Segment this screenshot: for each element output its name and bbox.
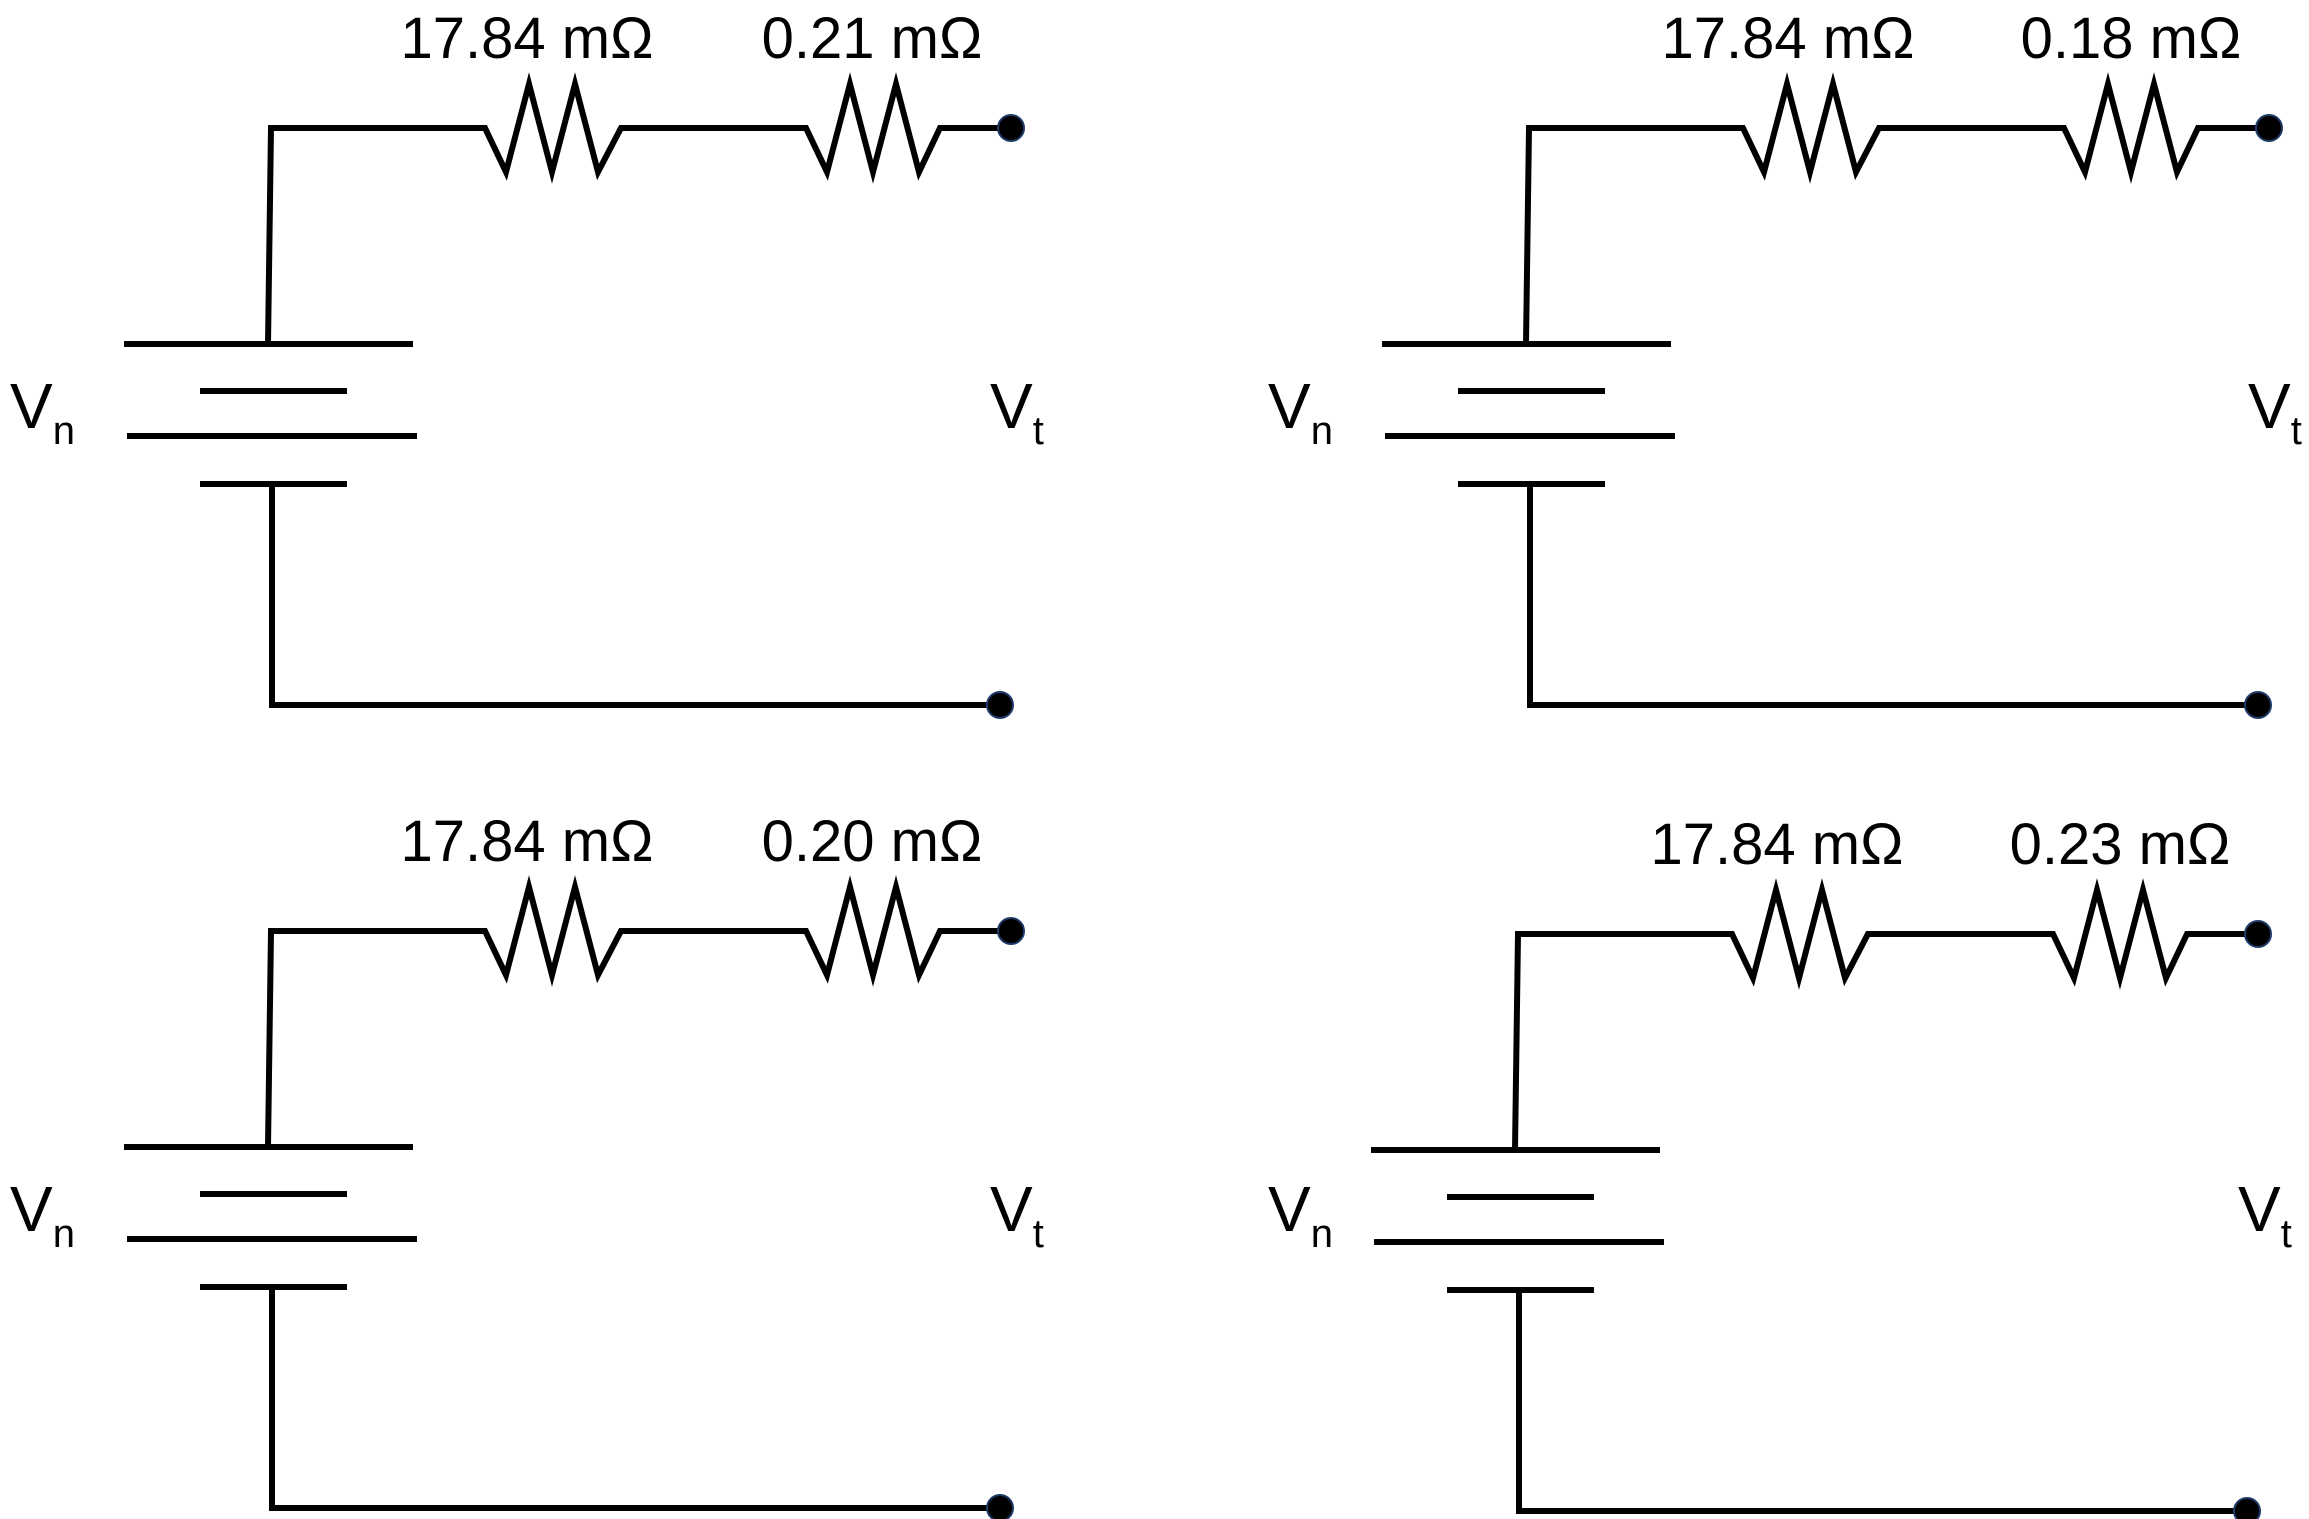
terminal-voltage-label: Vt — [2238, 1173, 2292, 1256]
terminal-voltage-label: Vt — [990, 370, 1044, 453]
top-wire — [265, 875, 1009, 1148]
terminal-voltage-symbol: V — [990, 1173, 1033, 1245]
top-wire — [265, 72, 1009, 345]
resistor-1-label: 17.84 mΩ — [401, 6, 654, 71]
terminal-voltage-label: Vt — [990, 1173, 1044, 1256]
source-voltage-subscript: n — [1311, 409, 1333, 453]
source-voltage-label: Vn — [1268, 1173, 1333, 1256]
source-voltage-subscript: n — [53, 409, 75, 453]
resistor-1-label: 17.84 mΩ — [1662, 6, 1915, 71]
terminal-positive — [2244, 920, 2272, 948]
terminal-voltage-label: Vt — [2248, 370, 2302, 453]
source-voltage-symbol: V — [1268, 370, 1311, 442]
terminal-voltage-subscript: t — [1033, 1212, 1044, 1256]
bottom-wire — [1516, 1290, 2247, 1514]
resistor-2-label: 0.21 mΩ — [762, 6, 983, 71]
circuit-2: 17.84 mΩ 0.18 mΩ Vn Vt — [1268, 6, 2302, 719]
bottom-wire — [1527, 484, 2258, 708]
bottom-wire — [269, 1287, 1000, 1511]
terminal-negative — [2244, 691, 2272, 719]
circuit-3: 17.84 mΩ 0.20 mΩ Vn Vt — [10, 809, 1044, 1519]
top-wire — [1512, 878, 2256, 1151]
resistor-2-label: 0.23 mΩ — [2010, 812, 2231, 877]
terminal-negative — [986, 691, 1014, 719]
terminal-voltage-subscript: t — [1033, 409, 1044, 453]
source-voltage-subscript: n — [1311, 1212, 1333, 1256]
circuit-1: 17.84 mΩ 0.21 mΩ Vn Vt — [10, 6, 1044, 719]
resistor-1-label: 17.84 mΩ — [1651, 812, 1904, 877]
source-voltage-label: Vn — [10, 370, 75, 453]
terminal-positive — [2255, 114, 2283, 142]
terminal-positive — [997, 114, 1025, 142]
terminal-positive — [997, 917, 1025, 945]
source-voltage-symbol: V — [10, 1173, 53, 1245]
circuit-4: 17.84 mΩ 0.23 mΩ Vn Vt — [1268, 812, 2292, 1519]
terminal-voltage-symbol: V — [2238, 1173, 2281, 1245]
bottom-wire — [269, 484, 1000, 708]
terminal-voltage-subscript: t — [2291, 409, 2302, 453]
terminal-negative — [986, 1494, 1014, 1519]
terminal-voltage-subscript: t — [2281, 1212, 2292, 1256]
terminal-voltage-symbol: V — [990, 370, 1033, 442]
source-voltage-symbol: V — [10, 370, 53, 442]
terminal-negative — [2233, 1497, 2261, 1519]
resistor-2-label: 0.20 mΩ — [762, 809, 983, 874]
top-wire — [1523, 72, 2267, 345]
source-voltage-symbol: V — [1268, 1173, 1311, 1245]
resistor-1-label: 17.84 mΩ — [401, 809, 654, 874]
source-voltage-label: Vn — [1268, 370, 1333, 453]
source-voltage-subscript: n — [53, 1212, 75, 1256]
resistor-2-label: 0.18 mΩ — [2021, 6, 2242, 71]
source-voltage-label: Vn — [10, 1173, 75, 1256]
terminal-voltage-symbol: V — [2248, 370, 2291, 442]
